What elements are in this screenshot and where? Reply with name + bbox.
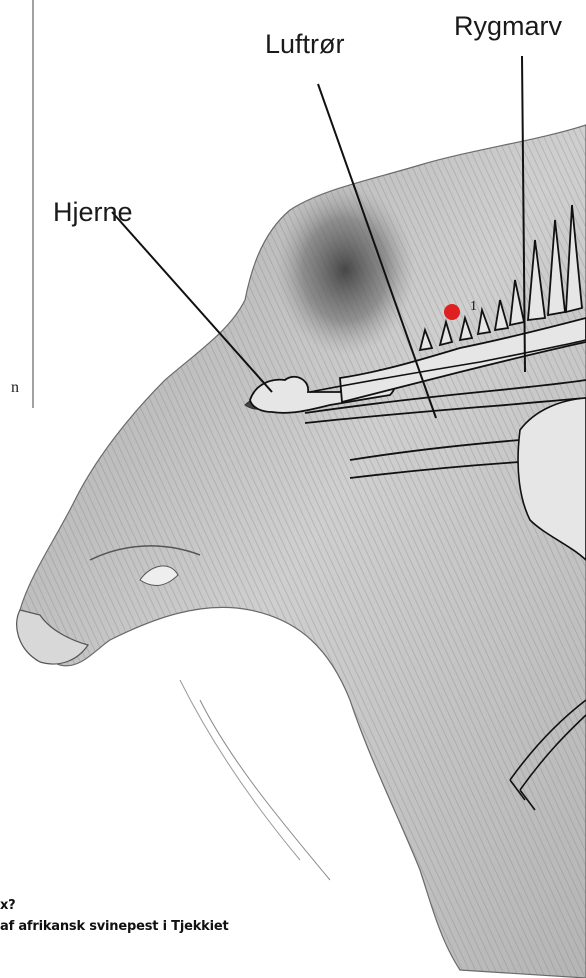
label-luftror: Luftrør: [265, 31, 345, 58]
left-text-fragment: n: [11, 379, 19, 397]
label-hjerne: Hjerne: [53, 199, 133, 226]
marker-number: 1: [470, 299, 477, 314]
ear-shadow: [275, 185, 415, 355]
caption-line-2: af afrikansk svinepest i Tjekkiet: [0, 919, 228, 934]
label-rygmarv: Rygmarv: [454, 13, 562, 40]
marker-dot: [444, 304, 460, 320]
caption-line-1: x?: [0, 898, 16, 913]
